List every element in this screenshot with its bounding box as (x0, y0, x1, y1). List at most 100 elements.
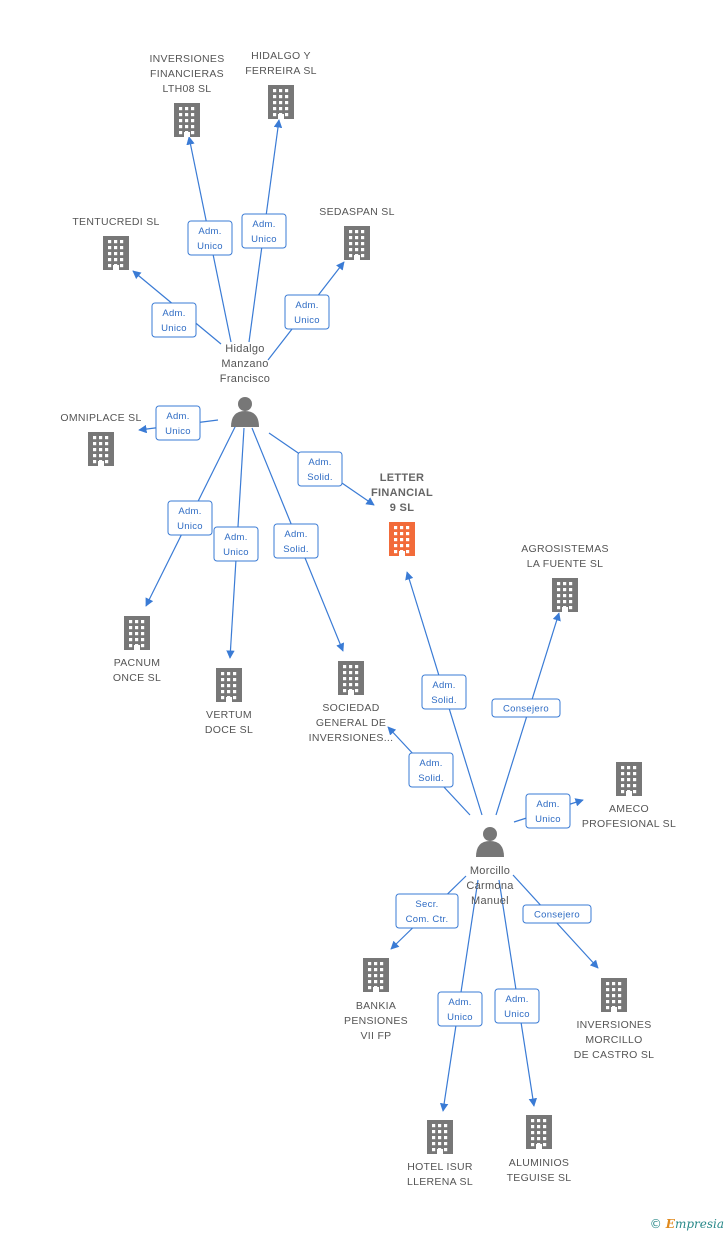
relation-label-text: Unico (223, 547, 249, 558)
relation-label-text: Unico (165, 426, 191, 437)
relation-label-text: Adm. (432, 680, 455, 691)
relation-label-hidalgo-sociedad[interactable]: Adm.Solid. (273, 523, 319, 559)
relation-label-text: Solid. (307, 472, 333, 483)
building-icon[interactable] (338, 661, 364, 695)
relation-label-text: Adm. (448, 997, 471, 1008)
relation-label-morcillo-ameco[interactable]: Adm.Unico (525, 793, 571, 829)
relation-label-text: Secr. (415, 899, 438, 910)
relation-label-box (241, 213, 287, 249)
building-icon[interactable] (526, 1115, 552, 1149)
relation-label-morcillo-sociedad[interactable]: Adm.Solid. (408, 752, 454, 788)
relation-label-text: Adm. (295, 300, 318, 311)
relation-label-morcillo-letter[interactable]: Adm.Solid. (421, 674, 467, 710)
building-icon[interactable] (427, 1120, 453, 1154)
node-label-line: AGROSISTEMAS (521, 543, 609, 555)
relation-label-text: Adm. (224, 532, 247, 543)
company-node-tentucredi[interactable]: TENTUCREDI SL (72, 216, 159, 270)
relation-label-hidalgo-vertum[interactable]: Adm. Unico (213, 526, 259, 562)
building-icon[interactable] (124, 616, 150, 650)
node-label-line: VII FP (361, 1030, 392, 1042)
node-label-line: Morcillo (470, 865, 510, 877)
node-label-line: PACNUM (114, 657, 161, 669)
building-icon[interactable] (174, 103, 200, 137)
relation-label-box (151, 302, 197, 338)
relation-label-hidalgo-omniplace[interactable]: Adm.Unico (155, 405, 201, 441)
relation-label-text: Adm. (162, 308, 185, 319)
relation-label-hidalgo-sedaspan[interactable]: Adm.Unico (284, 294, 330, 330)
relation-label-box (273, 523, 319, 559)
node-label-line: INVERSIONES (576, 1019, 651, 1031)
person-icon[interactable] (476, 827, 504, 857)
node-label-line: LETTER (380, 472, 425, 484)
relation-label-hidalgo-tentucredi[interactable]: Adm.Unico (151, 302, 197, 338)
node-label-line: LA FUENTE SL (527, 558, 604, 570)
relation-label-morcillo-aluminios[interactable]: Adm.Unico (494, 988, 540, 1024)
company-node-morcillo-castro[interactable]: INVERSIONES MORCILLO DE CASTRO SL (574, 978, 655, 1061)
relation-label-hidalgo-letter[interactable]: Adm. Solid. (297, 451, 343, 487)
node-label-line: Manzano (221, 358, 268, 370)
node-label-line: MORCILLO (585, 1034, 642, 1046)
company-node-omniplace[interactable]: OMNIPLACE SL (60, 412, 141, 466)
building-icon[interactable] (363, 958, 389, 992)
node-label-line: FERREIRA SL (245, 65, 317, 77)
relation-label-morcillo-bankia[interactable]: Secr.Com. Ctr. (395, 893, 459, 929)
building-icon[interactable] (601, 978, 627, 1012)
building-icon[interactable] (216, 668, 242, 702)
relation-label-morcillo-agrosistemas[interactable]: Consejero (491, 698, 561, 718)
relation-label-morcillo-morcillo-castro[interactable]: Consejero (522, 904, 592, 924)
building-icon[interactable] (103, 236, 129, 270)
person-icon[interactable] (231, 397, 259, 427)
relation-label-text: Adm. (198, 226, 221, 237)
brand-logo-initial: E (665, 1217, 675, 1231)
company-node-hidalgo-ferreira[interactable]: HIDALGO Y FERREIRA SL (245, 50, 317, 119)
node-label-line: DE CASTRO SL (574, 1049, 655, 1061)
company-node-agrosistemas[interactable]: AGROSISTEMAS LA FUENTE SL (521, 543, 609, 612)
node-label-line: HOTEL ISUR (407, 1161, 473, 1173)
node-label-line: TEGUISE SL (507, 1172, 572, 1184)
node-label-line: BANKIA (356, 1000, 396, 1012)
node-label-line: FINANCIAL (371, 487, 433, 499)
node-label-line: TENTUCREDI SL (72, 216, 159, 228)
relation-label-morcillo-hotel[interactable]: Adm.Unico (437, 991, 483, 1027)
building-icon[interactable] (389, 522, 415, 556)
node-label-line: SOCIEDAD (322, 702, 379, 714)
node-label-line: HIDALGO Y (251, 50, 311, 62)
copyright-symbol: © (649, 1217, 662, 1231)
relation-label-box (491, 698, 561, 718)
relation-label-layer: Adm.UnicoAdm.UnicoAdm.UnicoAdm.UnicoAdm.… (151, 213, 592, 1027)
relation-label-text: Consejero (534, 910, 580, 921)
building-icon[interactable] (268, 85, 294, 119)
building-icon[interactable] (616, 762, 642, 796)
node-label-line: Carmona (466, 880, 514, 892)
relation-label-text: Adm. (308, 457, 331, 468)
relation-label-hidalgo-hidalgo-ferreira[interactable]: Adm.Unico (241, 213, 287, 249)
relation-label-box (395, 893, 459, 929)
building-icon[interactable] (552, 578, 578, 612)
relation-label-box (167, 500, 213, 536)
building-icon[interactable] (88, 432, 114, 466)
building-icon[interactable] (344, 226, 370, 260)
brand-logo-text: mpresia (674, 1217, 724, 1231)
node-label-line: PROFESIONAL SL (582, 818, 676, 830)
relation-label-text: Unico (197, 241, 223, 252)
relation-label-hidalgo-lth08[interactable]: Adm. Unico (187, 220, 233, 256)
node-label-line: INVERSIONES (149, 53, 224, 65)
relation-label-box (213, 526, 259, 562)
relation-label-text: Adm. (178, 506, 201, 517)
company-node-sedaspan[interactable]: SEDASPAN SL (319, 206, 394, 260)
node-label-line: VERTUM (206, 709, 252, 721)
relation-label-box (155, 405, 201, 441)
relation-label-hidalgo-pacnum[interactable]: Adm.Unico (167, 500, 213, 536)
relation-label-text: Unico (535, 814, 561, 825)
